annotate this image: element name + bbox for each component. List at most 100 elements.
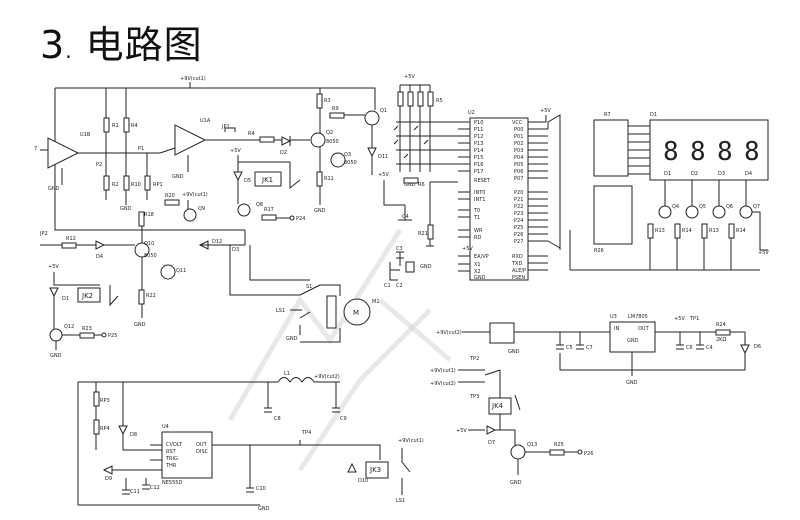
diode-d2 [281,136,292,146]
svg-text:+9V(cut1): +9V(cut1) [398,438,424,444]
svg-text:Q6: Q6 [726,204,733,210]
svg-text:JK2: JK2 [81,292,93,300]
svg-text:PSEN: PSEN [512,275,525,281]
svg-text:R4: R4 [131,123,138,129]
svg-text:RP3: RP3 [100,398,110,404]
svg-text:D6: D6 [754,344,761,350]
svg-text:C2: C2 [396,283,403,289]
svg-text:CVOLT: CVOLT [166,442,183,448]
svg-text:P06: P06 [514,169,523,175]
ne555-block: RP3 RP4 D8 D9 U4 CVOLT RST TRIG THR OUT … [77,371,424,512]
svg-text:EA/VP: EA/VP [474,254,489,260]
svg-text:R3: R3 [324,98,331,104]
svg-text:C5: C5 [566,345,573,351]
svg-text:R20: R20 [165,193,175,199]
svg-text:R23: R23 [82,326,92,332]
svg-text:P25: P25 [514,225,523,231]
display-block: R7 R26 D1 8 8 8 8 D1 D2 D3 D4 Q4 Q5 Q6 Q… [547,112,769,271]
svg-text:8: 8 [690,137,706,167]
svg-text:GND: GND [120,206,132,212]
mcu-u2: U2 P10 P11 P12 P13 P14 P15 P16 P17 RESET… [378,74,551,289]
svg-text:P11: P11 [474,127,483,133]
relay-jk3 [365,461,389,479]
motor-block: S1 M M1 LS1 GND [229,245,380,343]
svg-text:D8: D8 [130,432,137,438]
svg-text:D2: D2 [691,171,698,177]
svg-text:R24: R24 [716,322,726,328]
svg-text:RESET: RESET [474,178,491,184]
svg-text:R2: R2 [112,182,119,188]
svg-text:D1: D1 [650,112,657,118]
svg-text:R25: R25 [554,442,564,448]
svg-text:T0: T0 [473,208,480,214]
svg-text:P12: P12 [474,134,483,140]
relay-jk2 [77,287,101,303]
svg-text:C9: C9 [340,416,347,422]
svg-text:P26: P26 [584,451,593,457]
svg-text:D2: D2 [280,150,287,156]
heading-title: 电路图 [85,23,203,67]
svg-text:GND: GND [510,480,522,486]
svg-text:C1: C1 [384,283,391,289]
resistor-r1 [103,117,110,133]
svg-text:R17: R17 [264,207,274,213]
svg-text:RP4: RP4 [100,426,110,432]
svg-text:2KΩ: 2KΩ [716,337,726,343]
svg-text:D7: D7 [488,440,495,446]
opamp-u1a [174,124,207,156]
svg-text:TP4: TP4 [301,430,311,436]
seven-seg-display [649,119,769,181]
svg-text:C3: C3 [396,246,403,252]
svg-text:TXD: TXD [511,261,522,267]
svg-text:M: M [353,309,359,317]
svg-text:THR: THR [165,463,177,469]
svg-text:P01: P01 [514,134,523,140]
transistor-q12 [49,328,63,342]
diode-d5 [233,171,243,182]
svg-text:C6: C6 [686,345,693,351]
svg-text:GND: GND [50,353,62,359]
svg-text:Q5: Q5 [699,204,706,210]
svg-text:VCC: VCC [512,120,523,126]
svg-text:X1: X1 [474,262,481,268]
resistor-r10 [123,175,130,191]
resistor-r4b [259,136,275,143]
svg-text:+9V(cut2): +9V(cut2) [314,374,340,380]
svg-text:7: 7 [34,146,37,152]
svg-text:D12: D12 [212,239,222,245]
transistor-q3 [330,152,346,168]
svg-text:D3: D3 [718,171,725,177]
svg-text:Q7: Q7 [753,204,760,210]
svg-text:P24: P24 [296,216,305,222]
diode-d1 [49,287,59,298]
svg-text:P17: P17 [474,169,483,175]
motor-m1 [343,298,371,326]
svg-text:R11: R11 [324,176,334,182]
svg-text:P03: P03 [514,148,523,154]
svg-text:D4: D4 [96,254,103,260]
diode-d4 [95,240,106,250]
diode-d10 [347,462,357,473]
transistor-q4 [658,205,672,219]
svg-text:R13: R13 [655,228,665,234]
svg-text:TP2: TP2 [469,356,479,362]
svg-text:P2: P2 [96,162,102,168]
svg-text:GND: GND [474,275,486,281]
svg-text:+9V(cut1): +9V(cut1) [182,192,208,198]
svg-text:R6: R6 [418,182,425,188]
svg-text:R1: R1 [112,123,119,129]
svg-text:GND: GND [404,182,416,188]
transistor-q7 [739,205,753,219]
svg-text:P00: P00 [514,127,523,133]
svg-text:C7: C7 [586,345,593,351]
diode-d7 [486,425,497,435]
svg-text:P07: P07 [514,176,523,182]
svg-text:P16: P16 [474,162,483,168]
svg-text:Q4: Q4 [672,204,679,210]
svg-text:R14: R14 [682,228,692,234]
sensor-amplifier-block: +9V(cut1) U1B 7 GND R1 R4 R2 R10 RP1 GND… [34,76,388,359]
resistor-r20 [164,199,180,206]
svg-text:8050: 8050 [326,139,339,145]
resistor-array-r26 [593,185,633,245]
